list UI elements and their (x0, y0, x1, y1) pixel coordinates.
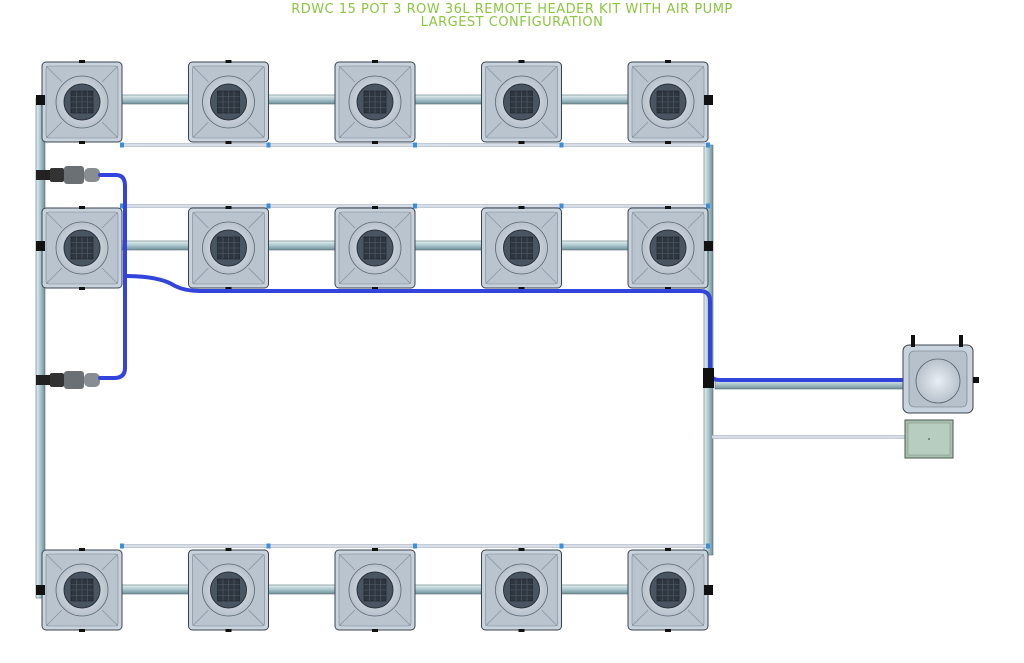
feed-connector (413, 543, 417, 549)
feed-connector (120, 543, 124, 549)
air-stone-upper (36, 166, 100, 184)
feed-connector (413, 142, 417, 148)
pots (41, 60, 709, 632)
feed-connector (266, 543, 271, 549)
air-line-main (123, 274, 910, 382)
rdwc-pot[interactable] (41, 206, 123, 290)
rdwc-pot[interactable] (334, 548, 416, 632)
rdwc-pot[interactable] (188, 548, 269, 632)
rdwc-pot[interactable] (481, 206, 562, 290)
feed-line-outlines (120, 143, 905, 548)
rdwc-pot[interactable] (481, 60, 562, 144)
return-pipes (35, 97, 714, 599)
feed-connector (706, 203, 710, 209)
feed-connector (266, 203, 271, 209)
rdwc-pot[interactable] (334, 206, 416, 290)
feed-lines (120, 143, 905, 548)
rdwc-pot[interactable] (627, 548, 709, 632)
air-stones (36, 166, 100, 389)
rdwc-pot[interactable] (41, 60, 123, 144)
feed-connector (559, 543, 564, 549)
page-title: RDWC 15 POT 3 ROW 36L REMOTE HEADER KIT … (291, 2, 733, 17)
air-stone-lower (36, 371, 100, 389)
pump-controller[interactable] (904, 419, 954, 459)
feed-connector (559, 203, 564, 209)
rdwc-pot[interactable] (627, 206, 709, 290)
row-pipes (119, 94, 908, 595)
rdwc-pot[interactable] (41, 548, 123, 632)
fittings (36, 95, 714, 595)
rdwc-pot[interactable] (188, 60, 269, 144)
rdwc-pot[interactable] (334, 60, 416, 144)
air-pump[interactable] (902, 335, 979, 414)
feed-connector (706, 543, 710, 549)
rdwc-pot[interactable] (188, 206, 269, 290)
rdwc-pot[interactable] (627, 60, 709, 144)
feed-connector (266, 142, 271, 148)
feed-connector (706, 142, 710, 148)
feed-connector (559, 142, 564, 148)
connectors (120, 142, 710, 549)
rdwc-pot[interactable] (481, 548, 562, 632)
feed-connector (120, 142, 124, 148)
feed-connector (120, 203, 124, 209)
page-subtitle: LARGEST CONFIGURATION (420, 15, 604, 30)
feed-connector (413, 203, 417, 209)
